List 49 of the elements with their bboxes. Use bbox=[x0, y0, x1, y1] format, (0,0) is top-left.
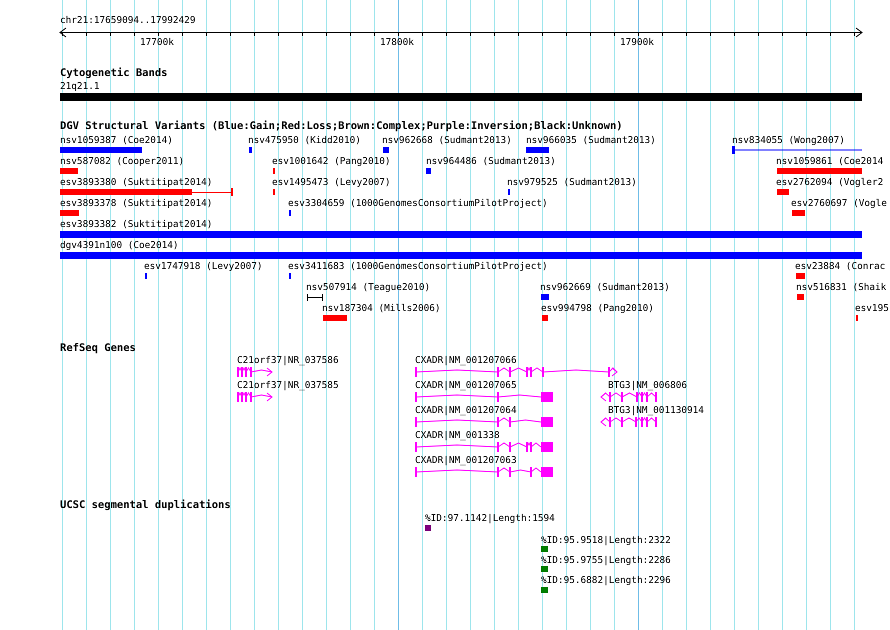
variant-label: esv1495473 (Levy2007) bbox=[272, 177, 391, 188]
duplication-label: %ID:95.9518|Length:2322 bbox=[541, 535, 671, 546]
gene-label: BTG3|NM_006806 bbox=[608, 380, 688, 391]
locus-label: chr21:17659094..17992429 bbox=[60, 15, 196, 26]
gene-label: BTG3|NM_001130914 bbox=[608, 405, 704, 416]
variant-label: esv2760697 (Vogle bbox=[791, 198, 887, 209]
variant-label: esv3893380 (Suktitipat2014) bbox=[60, 177, 212, 188]
scale-label: 17700k bbox=[140, 37, 174, 48]
variant-label: esv1747918 (Levy2007) bbox=[144, 261, 263, 272]
track-title: DGV Structural Variants (Blue:Gain;Red:Loss;Brown:Complex;Purple:Inversion;Black:Unknown) bbox=[60, 121, 623, 132]
gene-label: C21orf37|NR_037586 bbox=[237, 355, 339, 366]
variant-label: nsv1059861 (Coe2014 bbox=[776, 156, 884, 167]
variant-label: esv23884 (Conrac bbox=[795, 261, 886, 272]
variant-label: nsv966035 (Sudmant2013) bbox=[526, 135, 656, 146]
variant-label: esv195 bbox=[855, 303, 889, 314]
variant-label: nsv587082 (Cooper2011) bbox=[60, 156, 184, 167]
gene-label: CXADR|NM_001338 bbox=[415, 430, 500, 441]
variant-label: esv1001642 (Pang2010) bbox=[272, 156, 391, 167]
track-title: UCSC segmental duplications bbox=[60, 500, 231, 511]
scale-label: 17900k bbox=[620, 37, 654, 48]
gene-label: CXADR|NM_001207066 bbox=[415, 355, 517, 366]
variant-label: nsv475950 (Kidd2010) bbox=[248, 135, 361, 146]
duplication-label: %ID:97.1142|Length:1594 bbox=[425, 513, 555, 524]
variant-label: nsv979525 (Sudmant2013) bbox=[507, 177, 637, 188]
variant-label: esv3893378 (Suktitipat2014) bbox=[60, 198, 212, 209]
variant-label: esv3304659 (1000GenomesConsortiumPilotProject) bbox=[288, 198, 548, 209]
variant-label: esv3411683 (1000GenomesConsortiumPilotProject) bbox=[288, 261, 548, 272]
variant-label: nsv834055 (Wong2007) bbox=[732, 135, 845, 146]
variant-label: nsv187304 (Mills2006) bbox=[322, 303, 441, 314]
track-title: RefSeq Genes bbox=[60, 343, 136, 354]
variant-label: nsv964486 (Sudmant2013) bbox=[426, 156, 556, 167]
gene-label: CXADR|NM_001207063 bbox=[415, 455, 517, 466]
variant-label: nsv516831 (Shaik bbox=[796, 282, 886, 293]
variant-label: nsv1059387 (Coe2014) bbox=[60, 135, 173, 146]
variant-label: nsv962668 (Sudmant2013) bbox=[382, 135, 512, 146]
variant-label: nsv962669 (Sudmant2013) bbox=[540, 282, 670, 293]
duplication-label: %ID:95.9755|Length:2286 bbox=[541, 555, 671, 566]
variant-label: dgv4391n100 (Coe2014) bbox=[60, 240, 179, 251]
track-title: Cytogenetic Bands bbox=[60, 68, 168, 79]
band-label: 21q21.1 bbox=[60, 81, 100, 92]
variant-label: esv2762094 (Vogler2 bbox=[776, 177, 884, 188]
duplication-label: %ID:95.6882|Length:2296 bbox=[541, 575, 671, 586]
scale-label: 17800k bbox=[380, 37, 414, 48]
gene-label: CXADR|NM_001207065 bbox=[415, 380, 517, 391]
gene-label: C21orf37|NR_037585 bbox=[237, 380, 339, 391]
variant-label: nsv507914 (Teague2010) bbox=[306, 282, 430, 293]
variant-label: esv3893382 (Suktitipat2014) bbox=[60, 219, 212, 230]
variant-label: esv994798 (Pang2010) bbox=[541, 303, 654, 314]
gene-label: CXADR|NM_001207064 bbox=[415, 405, 517, 416]
